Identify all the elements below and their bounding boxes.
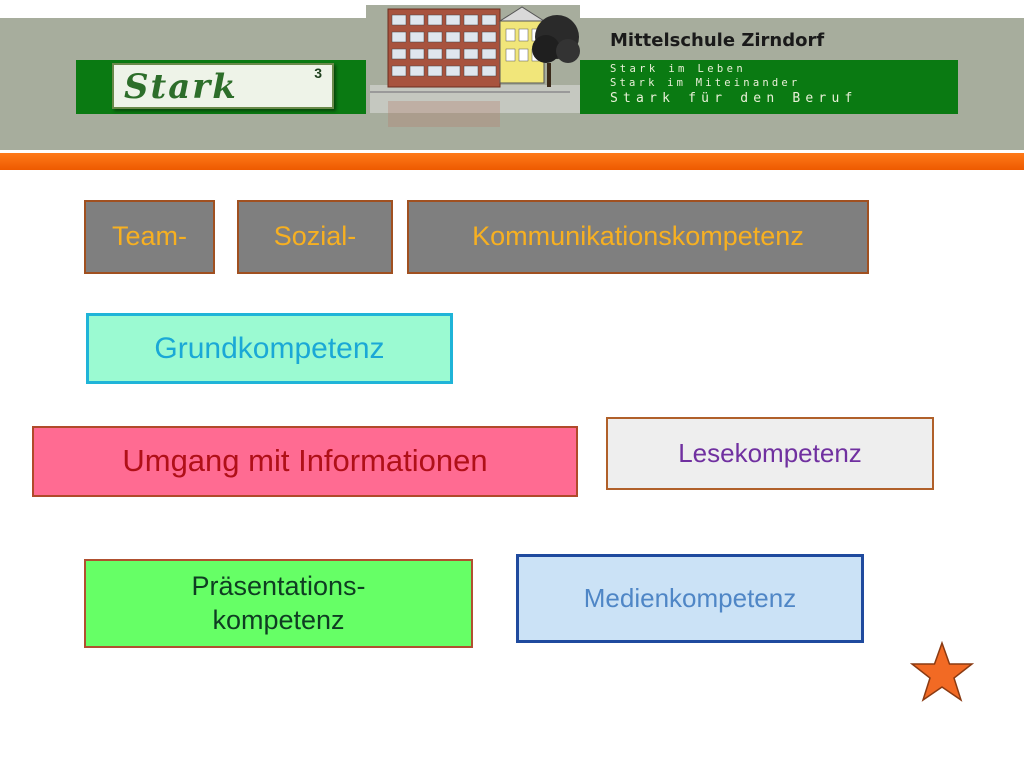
sozial-box: Sozial- bbox=[237, 200, 393, 274]
praesentation-line-2: kompetenz bbox=[212, 604, 345, 635]
kommunikationskompetenz-box: Kommunikationskompetenz bbox=[407, 200, 869, 274]
team-box: Team- bbox=[84, 200, 215, 274]
logo-text: Stark bbox=[124, 67, 238, 107]
school-building-icon bbox=[366, 5, 580, 135]
tagline-3: Stark für den Beruf bbox=[610, 91, 858, 106]
umgang-mit-informationen-box: Umgang mit Informationen bbox=[32, 426, 578, 497]
lesekompetenz-box: Lesekompetenz bbox=[606, 417, 934, 490]
tagline-1: Stark im Leben bbox=[610, 63, 747, 75]
praesentationskompetenz-box: Präsentations- kompetenz bbox=[84, 559, 473, 648]
praesentation-line-1: Präsentations- bbox=[191, 570, 366, 601]
school-name: Mittelschule Zirndorf bbox=[610, 30, 825, 51]
orange-divider-bar bbox=[0, 153, 1024, 170]
stark-logo: Stark 3 bbox=[112, 63, 334, 109]
logo-superscript: 3 bbox=[314, 65, 322, 81]
grundkompetenz-box: Grundkompetenz bbox=[86, 313, 453, 384]
star-icon[interactable] bbox=[910, 641, 974, 703]
medienkompetenz-box: Medienkompetenz bbox=[516, 554, 864, 643]
tagline-2: Stark im Miteinander bbox=[610, 77, 801, 89]
